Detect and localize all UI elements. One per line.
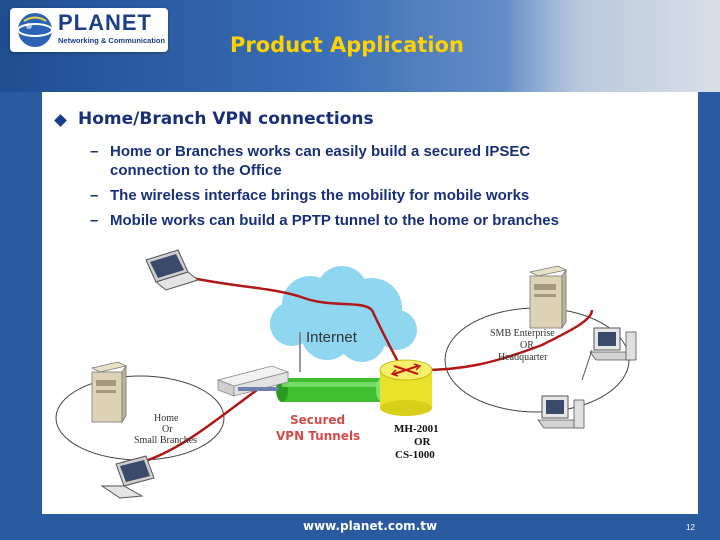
home-label-3: Small Branches xyxy=(134,435,197,446)
vpn-diagram: Internet Secured VPN Tunnels xyxy=(55,249,637,499)
laptop-top-icon xyxy=(145,249,200,291)
dash-icon: – xyxy=(90,143,99,160)
sub-bullet-text: The wireless interface brings the mobili… xyxy=(110,187,530,204)
hq-server-icon xyxy=(528,265,568,330)
home-label-1: Home xyxy=(154,413,179,424)
internet-cloud xyxy=(270,266,417,362)
device-label-2: OR xyxy=(414,436,432,448)
internet-label: Internet xyxy=(306,329,358,346)
router-icon xyxy=(379,359,433,416)
lan-link xyxy=(581,349,593,381)
tunnel-label-1: Secured xyxy=(290,413,345,427)
footer-bar xyxy=(0,514,720,540)
hq-label-2: OR xyxy=(520,340,534,351)
hq-pc-icon xyxy=(537,395,585,429)
sub-bullet-text: Home or Branches works can easily build … xyxy=(110,143,531,160)
logo-wordmark: PLANET xyxy=(58,10,152,35)
laptop-bottom-icon xyxy=(100,455,155,499)
header-photo xyxy=(505,0,720,92)
home-zone xyxy=(55,375,225,461)
sub-bullet-text: Mobile works can build a PPTP tunnel to … xyxy=(110,212,559,229)
dash-icon: – xyxy=(90,187,99,204)
hq-label-1: SMB Enterprise xyxy=(490,328,555,339)
vpn-tunnel xyxy=(276,378,388,402)
link-laptop-bottom xyxy=(141,388,258,464)
footer-url[interactable]: www.planet.com.tw xyxy=(303,519,438,533)
link-laptop-top xyxy=(191,276,373,312)
home-server-icon xyxy=(90,361,128,424)
device-label-3: CS-1000 xyxy=(395,449,435,461)
sub-bullet-text: connection to the Office xyxy=(110,162,282,179)
dash-icon: – xyxy=(90,212,99,229)
home-label-2: Or xyxy=(162,424,173,435)
link-router-hq xyxy=(421,309,594,372)
hq-label-3: Headquarter xyxy=(498,352,548,363)
page-number: 12 xyxy=(686,523,695,532)
device-label-1: MH-2001 xyxy=(394,423,439,435)
planet-logo: PLANET Networking & Communication xyxy=(10,8,168,52)
home-vpn-box xyxy=(216,365,290,397)
main-bullet: Home/Branch VPN connections xyxy=(78,109,374,129)
slide-title: Product Application xyxy=(230,33,464,57)
link-cloud-router xyxy=(370,309,400,363)
tunnel-label-2: VPN Tunnels xyxy=(276,429,360,443)
globe-icon xyxy=(17,13,53,47)
logo-tagline: Networking & Communication xyxy=(58,36,166,45)
hq-pc-icon xyxy=(589,327,637,361)
